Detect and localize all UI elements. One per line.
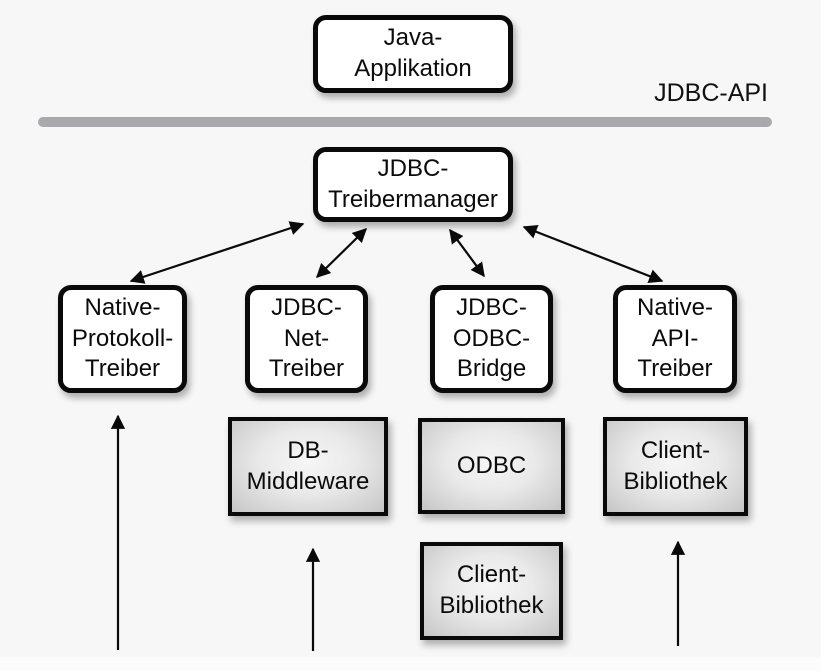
node-db-middleware: DB- Middleware xyxy=(228,417,388,516)
node-label-odbc: ODBC xyxy=(456,451,527,479)
node-java-applikation: Java- Applikation xyxy=(313,15,513,93)
node-label-jdbc-net-treiber: JDBC- Net- Treiber xyxy=(268,293,345,383)
node-native-api-treiber: Native- API- Treiber xyxy=(613,285,737,393)
node-label-java-applikation: Java- Applikation xyxy=(354,24,472,82)
node-jdbc-net-treiber: JDBC- Net- Treiber xyxy=(245,285,368,393)
node-jdbc-treibermanager: JDBC- Treibermanager xyxy=(313,147,513,222)
node-label-client-bibliothek-native: Client- Bibliothek xyxy=(623,436,728,495)
node-client-bibliothek-odbc: Client- Bibliothek xyxy=(420,542,563,640)
edge-manager-net xyxy=(315,227,368,279)
bottom-edge-strip xyxy=(0,657,821,671)
edge-manager-nativeapi xyxy=(522,225,664,283)
edge-manager-nativeprotokoll xyxy=(129,221,305,284)
node-label-client-bibliothek-odbc: Client- Bibliothek xyxy=(439,561,544,619)
node-label-native-api-treiber: Native- API- Treiber xyxy=(636,293,714,383)
node-label-jdbc-odbc-bridge: JDBC- ODBC- Bridge xyxy=(452,293,531,383)
edge-manager-odbcbridge xyxy=(449,228,485,278)
node-label-db-middleware: DB- Middleware xyxy=(246,436,370,495)
jdbc-api-label: JDBC-API xyxy=(654,79,768,107)
node-jdbc-odbc-bridge: JDBC- ODBC- Bridge xyxy=(430,285,553,393)
node-label-jdbc-treibermanager: JDBC- Treibermanager xyxy=(328,154,498,213)
node-native-protokoll-treiber: Native- Protokoll- Treiber xyxy=(58,285,187,393)
node-odbc: ODBC xyxy=(418,418,565,514)
node-label-native-protokoll-treiber: Native- Protokoll- Treiber xyxy=(71,293,174,383)
jdbc-api-divider-line xyxy=(38,117,772,127)
node-client-bibliothek-native: Client- Bibliothek xyxy=(603,417,748,516)
